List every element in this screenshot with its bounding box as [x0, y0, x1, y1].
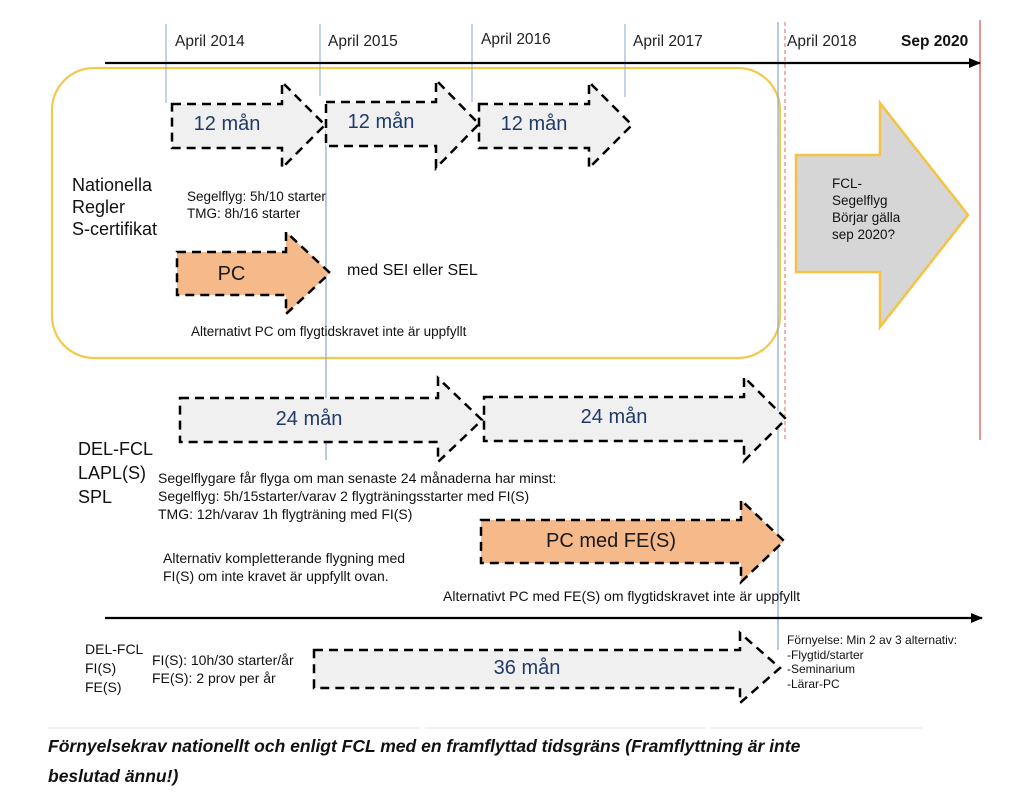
renewal-line: -Seminarium: [787, 662, 856, 676]
delfcl-period-arrow-1: [178, 375, 484, 465]
delfcl-pc-arrow: [479, 497, 786, 585]
national-rules-box: [50, 66, 782, 360]
national-pc-label: PC: [217, 263, 246, 285]
national-rules-title: Nationella Regler S-certifikat: [72, 174, 157, 240]
instructor-title-line: FI(S): [85, 660, 117, 676]
tick-label-2015: April 2015: [328, 33, 398, 50]
fcl-start-note: FCL- Segelflyg Börjar gälla sep 2020?: [832, 175, 900, 243]
national-period-arrow-1: [170, 78, 327, 172]
delfcl-period-label-1: 24 mån: [275, 408, 343, 430]
fcl-line: FCL-: [832, 176, 862, 191]
alternative-line: FI(S) om inte kravet är uppfyllt ovan.: [163, 568, 389, 584]
requirement-line: FE(S): 2 prov per år: [152, 670, 276, 686]
delfcl-title-line: LAPL(S): [78, 463, 147, 483]
renewal-options: Förnyelse: Min 2 av 3 alternativ: -Flygt…: [787, 633, 957, 691]
requirement-line: TMG: 8h/16 starter: [187, 206, 301, 221]
delfcl-requirements: Segelflygare får flyga om man senaste 24…: [158, 469, 556, 523]
national-pc-note: med SEI eller SEL: [347, 262, 478, 279]
caption-line: Förnyelsekrav nationellt och enligt FCL …: [48, 736, 801, 756]
national-period-arrow-2: [324, 76, 481, 172]
renewal-line: -Flygtid/starter: [787, 647, 864, 662]
delfcl-pc-label: PC med FE(S): [545, 530, 677, 552]
instructor-title-line: FE(S): [85, 679, 122, 695]
national-title-line: Regler: [72, 197, 126, 217]
fcl-line: Börjar gälla: [832, 210, 901, 225]
instructor-period-label: 36 mån: [493, 657, 561, 679]
national-pc-arrow: [175, 229, 332, 317]
national-period-label-2: 12 mån: [347, 111, 415, 133]
caption-line: beslutad ännu!): [48, 766, 179, 786]
national-period-arrow-3: [477, 78, 634, 172]
delfcl-pc-alternative: Alternativt PC med FE(S) om flygtidskrav…: [443, 588, 801, 604]
delfcl-title-line: DEL-FCL: [78, 439, 154, 459]
requirement-line: Segelflyg: 5h/10 starter: [187, 189, 326, 204]
requirement-line: TMG: 12h/varav 1h flygträning med FI(S): [158, 506, 413, 522]
delfcl-period-label-2: 24 mån: [580, 406, 648, 428]
national-pc-alternative: Alternativt PC om flygtidskravet inte är…: [191, 324, 467, 339]
national-period-label-3: 12 mån: [500, 113, 568, 135]
alternative-line: Alternativ kompletterande flygning med: [163, 550, 406, 566]
requirement-line: Segelflygare får flyga om man senaste 24…: [158, 470, 557, 486]
national-title-line: S-certifikat: [72, 219, 158, 239]
tick-label-2017: April 2017: [633, 33, 703, 50]
national-requirements: Segelflyg: 5h/10 starter TMG: 8h/16 star…: [187, 188, 326, 222]
national-period-label-1: 12 mån: [193, 113, 261, 135]
instructor-title-line: DEL-FCL: [85, 641, 144, 657]
requirement-line: Segelflyg: 5h/15starter/varav 2 flygträn…: [158, 488, 530, 504]
national-title-line: Nationella: [72, 175, 153, 195]
fcl-arrow: [794, 99, 970, 331]
renewal-line: Förnyelse: Min 2 av 3 alternativ:: [787, 633, 958, 647]
figure-caption: Förnyelsekrav nationellt och enligt FCL …: [48, 731, 800, 791]
tick-label-2018: April 2018: [787, 33, 857, 50]
fcl-line: Segelflyg: [832, 193, 888, 208]
instructor-title: DEL-FCL FI(S) FE(S): [85, 640, 143, 697]
instructor-period-arrow: [312, 630, 782, 706]
delfcl-title-line: SPL: [78, 487, 113, 507]
tick-label-2014: April 2014: [175, 33, 245, 50]
tick-label-2016: April 2016: [481, 31, 551, 48]
delfcl-title: DEL-FCL LAPL(S) SPL: [78, 437, 153, 509]
requirement-line: FI(S): 10h/30 starter/år: [152, 652, 294, 668]
delfcl-alternative: Alternativ kompletterande flygning med F…: [163, 549, 405, 585]
delfcl-period-arrow-2: [482, 373, 788, 465]
renewal-line: -Lärar-PC: [787, 676, 840, 691]
instructor-requirements: FI(S): 10h/30 starter/år FE(S): 2 prov p…: [152, 651, 294, 687]
fcl-line: sep 2020?: [832, 227, 896, 242]
tick-label-sep-2020: Sep 2020: [901, 33, 969, 50]
